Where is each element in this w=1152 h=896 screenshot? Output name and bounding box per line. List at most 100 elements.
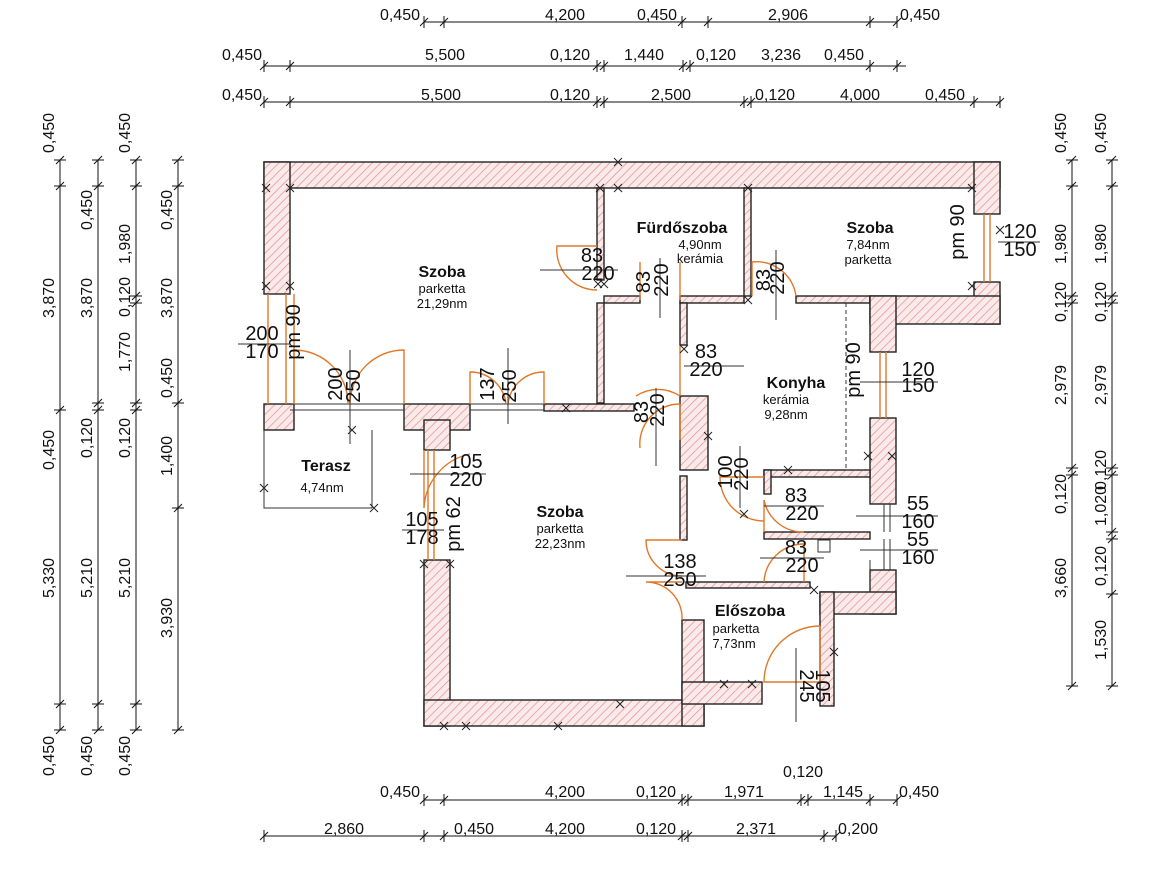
opening-height: 250 (663, 569, 696, 591)
dim-label: 0,120 (117, 418, 134, 458)
dim-label: 2,979 (1053, 365, 1070, 405)
opening-height: 220 (651, 263, 673, 296)
room-floor: kerámia (677, 251, 724, 266)
opening-width: 83 (695, 341, 717, 363)
room-floor: parketta (537, 521, 585, 536)
dim-label: 0,120 (755, 87, 795, 104)
opening-height: 160 (901, 547, 934, 569)
room-area: 7,73nm (712, 636, 755, 651)
dim-label: 0,450 (222, 87, 262, 104)
dim-label: 3,236 (761, 47, 801, 64)
opening-height: 178 (405, 527, 438, 549)
dim-label: 0,450 (41, 430, 58, 470)
opening-sill: pm 62 (443, 496, 465, 552)
room-floor: kerámia (763, 392, 810, 407)
dim-label: 4,200 (545, 784, 585, 801)
dim-label: 2,371 (736, 821, 776, 838)
dim-label: 0,120 (696, 47, 736, 64)
dim-label: 3,930 (159, 598, 176, 638)
dim-label: 0,120 (1093, 282, 1110, 322)
dim-label: 1,980 (1093, 224, 1110, 264)
dim-label: 1,971 (724, 784, 764, 801)
dim-label: 1,145 (823, 784, 863, 801)
dim-label: 0,450 (117, 736, 134, 776)
dim-label: 0,450 (454, 821, 494, 838)
opening-sill: pm 90 (283, 304, 305, 360)
dim-label: 5,500 (421, 87, 461, 104)
dim-label: 0,120 (636, 784, 676, 801)
opening-width: 105 (405, 509, 438, 531)
room-name: Fürdőszoba (637, 220, 728, 237)
dim-label: 0,450 (899, 784, 939, 801)
dim-label: 0,120 (636, 821, 676, 838)
dim-label: 1,440 (624, 47, 664, 64)
opening-height: 220 (785, 555, 818, 577)
room-area: 9,28nm (764, 407, 807, 422)
opening-labels: 200 170 pm 90 200 250 137 250 83 220 83 … (238, 204, 1040, 722)
room-area: 22,23nm (535, 536, 586, 551)
walls (263, 161, 1001, 727)
dim-label: 0,120 (550, 47, 590, 64)
opening-width: 100 (715, 455, 737, 488)
dim-label: 0,450 (1053, 113, 1070, 153)
dimension-labels: 0,450 4,200 0,450 2,906 0,450 0,450 5,50… (41, 7, 1110, 838)
opening-width: 83 (581, 245, 603, 267)
dim-label: 5,210 (79, 558, 96, 598)
dim-label: 4,200 (545, 7, 585, 24)
room-area: 7,84nm (846, 237, 889, 252)
dim-label: 0,450 (159, 190, 176, 230)
dim-label: 0,450 (380, 7, 420, 24)
opening-height: 170 (245, 341, 278, 363)
dim-label: 2,860 (324, 821, 364, 838)
dim-label: 2,500 (651, 87, 691, 104)
opening-height: 220 (449, 469, 482, 491)
dim-label: 0,120 (79, 418, 96, 458)
dim-label: 0,200 (838, 821, 878, 838)
opening-width: 105 (449, 451, 482, 473)
room-area: 4,74nm (300, 480, 343, 495)
dim-label: 1,770 (117, 332, 134, 372)
opening-width: 120 (1003, 221, 1036, 243)
door-swings (267, 214, 991, 683)
room-name: Szoba (846, 220, 893, 237)
dim-label: 0,120 (1093, 546, 1110, 586)
dim-label: 0,450 (159, 358, 176, 398)
dim-label: 5,210 (117, 558, 134, 598)
opening-height: 245 (795, 669, 817, 702)
opening-width: 137 (477, 367, 499, 400)
opening-width: 120 (901, 359, 934, 381)
room-area: 21,29nm (417, 296, 468, 311)
dim-label: 0,120 (1093, 450, 1110, 490)
room-name: Előszoba (715, 603, 785, 620)
opening-width: 83 (785, 485, 807, 507)
dim-label: 0,120 (783, 764, 823, 781)
opening-height: 220 (731, 457, 753, 490)
dim-label: 0,450 (824, 47, 864, 64)
room-floor: parketta (845, 252, 893, 267)
dim-label: 5,500 (425, 47, 465, 64)
dim-label: 3,660 (1053, 558, 1070, 598)
dim-label: 2,906 (768, 7, 808, 24)
room-area: 4,90nm (678, 237, 721, 252)
dim-label: 0,450 (41, 113, 58, 153)
dim-label: 0,450 (79, 190, 96, 230)
opening-height: 220 (785, 503, 818, 525)
dim-label: 1,980 (1053, 224, 1070, 264)
thin-lines (263, 303, 891, 592)
opening-height: 250 (499, 369, 521, 402)
dim-label: 0,450 (925, 87, 965, 104)
room-name: Szoba (418, 264, 465, 281)
opening-width: 138 (663, 551, 696, 573)
opening-height: 220 (647, 393, 669, 426)
opening-width: 83 (753, 269, 775, 291)
opening-width: 55 (907, 529, 929, 551)
dim-label: 1,020 (1093, 486, 1110, 526)
opening-width: 200 (245, 323, 278, 345)
dim-label: 3,870 (159, 278, 176, 318)
dim-label: 0,120 (1053, 474, 1070, 514)
dim-label: 0,120 (1053, 282, 1070, 322)
room-labels: Szoba parketta 21,29nm Fürdőszoba 4,90nm… (300, 220, 893, 651)
dim-label: 0,450 (380, 784, 420, 801)
opening-height: 150 (901, 375, 934, 397)
